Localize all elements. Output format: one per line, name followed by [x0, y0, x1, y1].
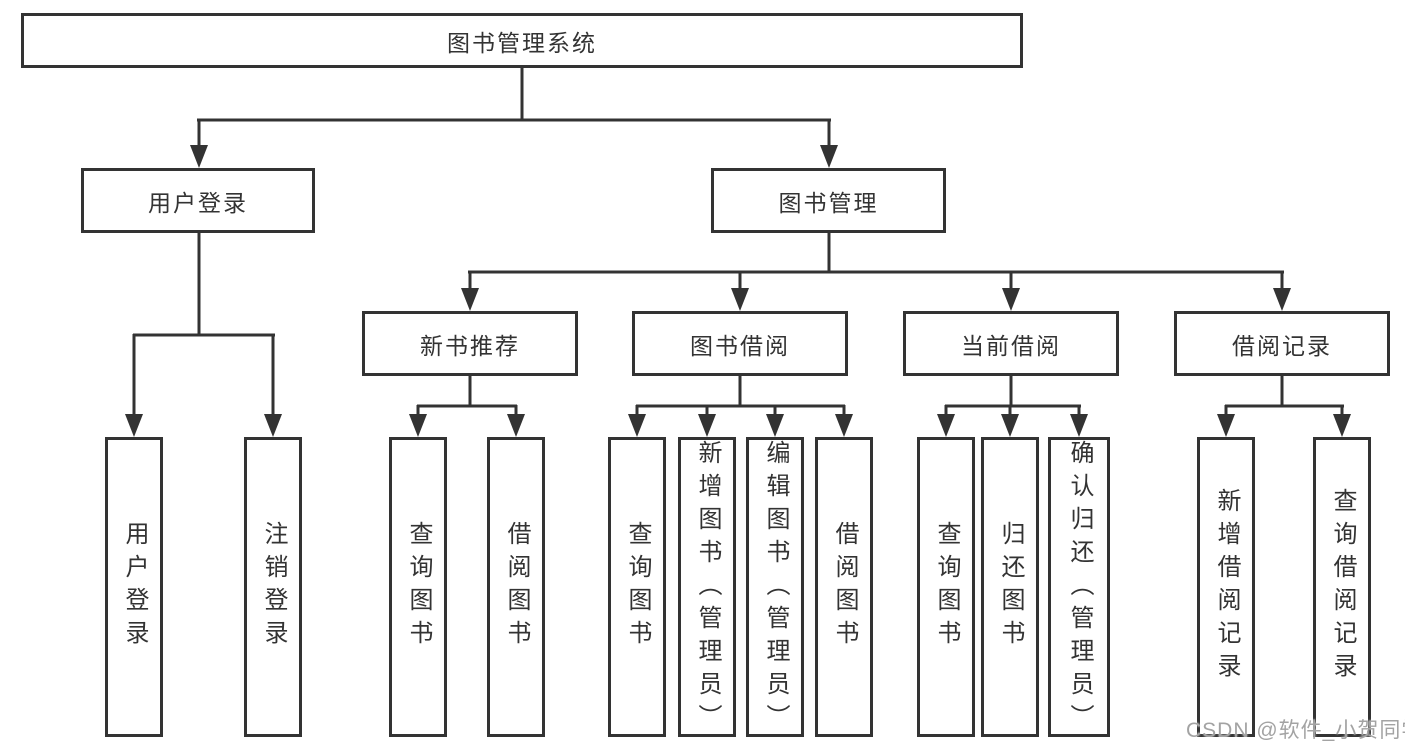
node-borrow-records-label: 借阅记录	[1232, 332, 1332, 359]
node-leaf-query-books-recommend: 查询图书	[389, 437, 447, 737]
node-leaf-return-books: 归还图书	[981, 437, 1039, 737]
node-leaf-logout: 注销登录	[244, 437, 302, 737]
node-leaf-edit-books-admin: 编辑图书（管理员）	[746, 437, 804, 737]
node-book-borrow: 图书借阅	[632, 311, 848, 376]
node-leaf-add-borrow-record: 新增借阅记录	[1197, 437, 1255, 737]
node-new-book-recommend-label: 新书推荐	[420, 332, 520, 359]
node-borrow-records: 借阅记录	[1174, 311, 1390, 376]
edge-new-book-recommend-to-leaves	[409, 376, 525, 437]
node-library-system-label: 图书管理系统	[447, 29, 597, 56]
node-current-borrow: 当前借阅	[903, 311, 1119, 376]
edge-borrow-records-to-leaves	[1217, 376, 1351, 437]
node-leaf-user-login: 用户登录	[105, 437, 163, 737]
node-book-borrow-label: 图书借阅	[690, 332, 790, 359]
node-leaf-add-books-admin: 新增图书（管理员）	[678, 437, 736, 737]
node-user-login: 用户登录	[81, 168, 315, 233]
edge-user-login-to-leaves	[125, 233, 282, 437]
node-leaf-borrow-books: 借阅图书	[815, 437, 873, 737]
node-library-system: 图书管理系统	[21, 13, 1023, 68]
node-leaf-query-books-current: 查询图书	[917, 437, 975, 737]
node-leaf-confirm-return-admin: 确认归还（管理员）	[1048, 437, 1110, 737]
node-current-borrow-label: 当前借阅	[961, 332, 1061, 359]
node-book-management-label: 图书管理	[778, 189, 879, 216]
node-new-book-recommend: 新书推荐	[362, 311, 578, 376]
edge-book-management-to-level3	[461, 233, 1291, 311]
node-leaf-query-borrow-record: 查询借阅记录	[1313, 437, 1371, 737]
edge-current-borrow-to-leaves	[937, 376, 1088, 437]
node-leaf-query-books-borrow: 查询图书	[608, 437, 666, 737]
edge-root-to-level2	[190, 68, 838, 168]
edge-book-borrow-to-leaves	[628, 376, 853, 437]
node-leaf-borrow-books-recommend: 借阅图书	[487, 437, 545, 737]
csdn-watermark: CSDN @软件_小贺同学	[1186, 719, 1405, 742]
node-user-login-label: 用户登录	[148, 189, 248, 216]
node-book-management: 图书管理	[711, 168, 946, 233]
